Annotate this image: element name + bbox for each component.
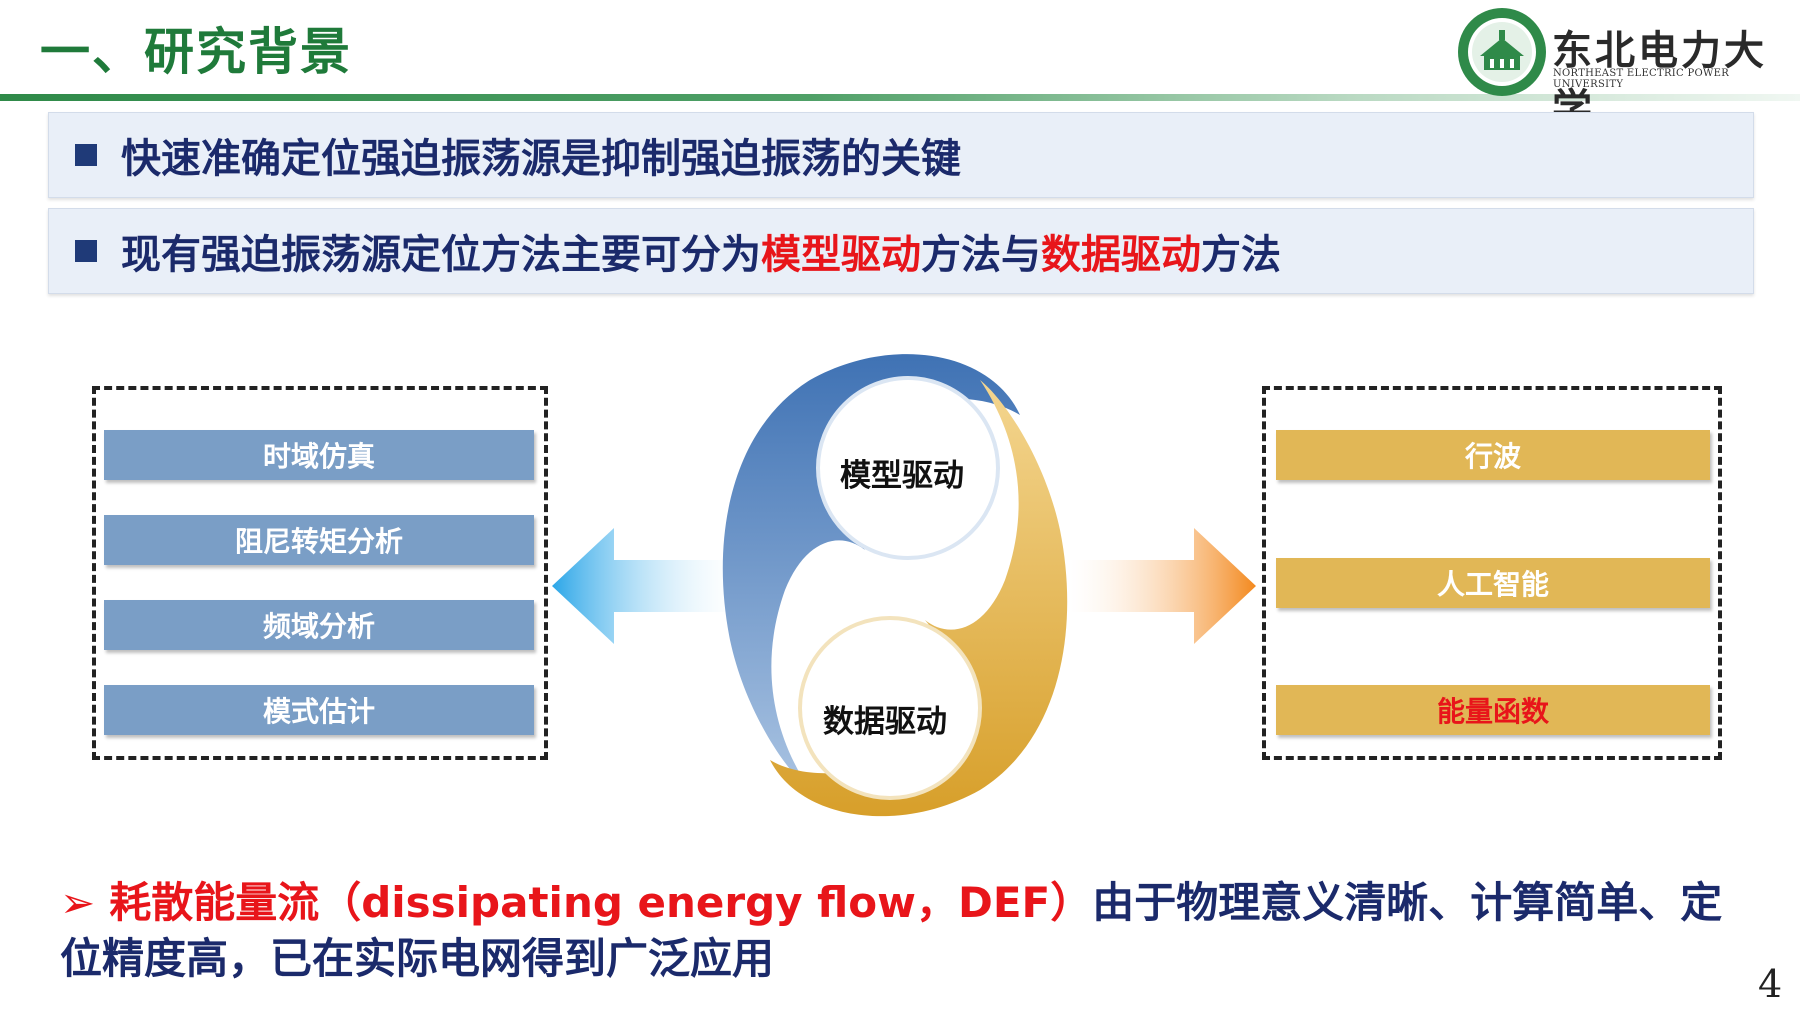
point-bar-1: 快速准确定位强迫振荡源是抑制强迫振荡的关键 bbox=[48, 112, 1754, 198]
method-bar-mode-estimation: 模式估计 bbox=[104, 685, 534, 735]
method-bar-energy-function: 能量函数 bbox=[1276, 685, 1710, 735]
point-text-2-part2: 方法与 bbox=[921, 232, 1041, 278]
square-bullet-icon bbox=[75, 240, 97, 262]
point-text-2-highlight-data: 数据驱动 bbox=[1041, 232, 1201, 278]
page-title: 一、研究背景 bbox=[40, 23, 352, 81]
conclusion-highlight: 耗散能量流（dissipating energy flow，DEF） bbox=[109, 878, 1093, 927]
method-bar-ai: 人工智能 bbox=[1276, 558, 1710, 608]
point-text-2-part1: 现有强迫振荡源定位方法主要可分为 bbox=[121, 232, 761, 278]
title-underline bbox=[0, 94, 1800, 101]
university-logo-emblem bbox=[1458, 8, 1546, 96]
model-driven-methods-box bbox=[92, 386, 548, 760]
university-name-en: NORTHEAST ELECTRIC POWER UNIVERSITY bbox=[1553, 68, 1730, 90]
point-text-1: 快速准确定位强迫振荡源是抑制强迫振荡的关键 bbox=[121, 136, 961, 182]
right-arrow-icon bbox=[1070, 528, 1256, 644]
method-bar-frequency-domain: 频域分析 bbox=[104, 600, 534, 650]
left-arrow-icon bbox=[552, 528, 736, 644]
point-text-2: 现有强迫振荡源定位方法主要可分为模型驱动方法与数据驱动方法 bbox=[121, 222, 1281, 280]
method-bar-damping-torque: 阻尼转矩分析 bbox=[104, 515, 534, 565]
model-data-cycle-graphic bbox=[722, 354, 1068, 817]
conclusion-text: 由于物理意义清晰、计算简单、定位精度高，已在实际电网得到广泛应用 bbox=[60, 878, 1723, 983]
center-label-model-driven: 模型驱动 bbox=[840, 458, 964, 494]
square-bullet-icon bbox=[75, 144, 97, 166]
center-label-data-driven: 数据驱动 bbox=[823, 704, 947, 740]
point-bar-2: 现有强迫振荡源定位方法主要可分为模型驱动方法与数据驱动方法 bbox=[48, 208, 1754, 294]
method-bar-time-domain: 时域仿真 bbox=[104, 430, 534, 480]
arrow-bullet-icon: ➢ bbox=[60, 878, 96, 927]
conclusion-bullet: ➢ 耗散能量流（dissipating energy flow，DEF）由于物理意… bbox=[60, 875, 1750, 987]
page-number: 4 bbox=[1758, 962, 1783, 1006]
method-bar-traveling-wave: 行波 bbox=[1276, 430, 1710, 480]
point-text-2-highlight-model: 模型驱动 bbox=[761, 232, 921, 278]
point-text-2-part3: 方法 bbox=[1201, 232, 1281, 278]
data-driven-methods-box bbox=[1262, 386, 1722, 760]
